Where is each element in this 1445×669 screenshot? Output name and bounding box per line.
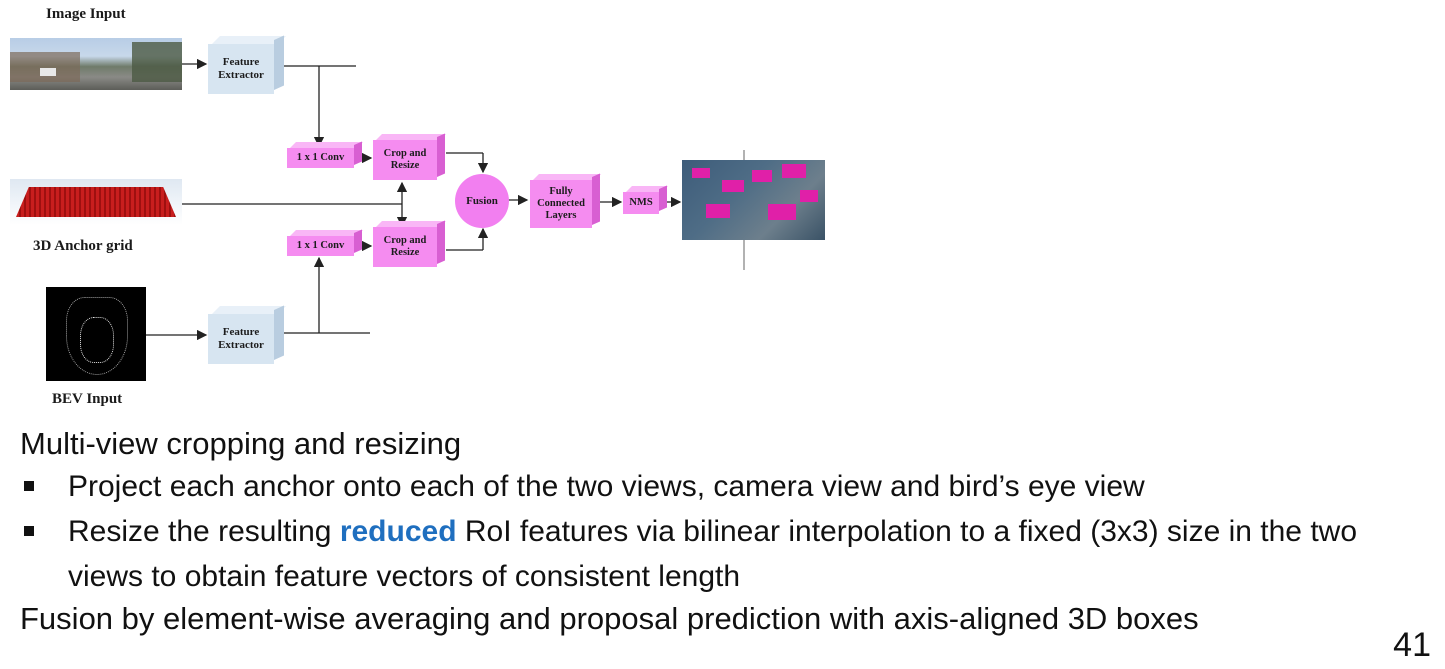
bullet-item: Project each anchor onto each of the two… <box>20 464 1420 509</box>
slide-footer-text: Fusion by element-wise averaging and pro… <box>20 601 1199 636</box>
slide-number: 41 <box>1393 626 1431 664</box>
fusion-node: Fusion <box>455 174 509 228</box>
bev-input-label: BEV Input <box>52 391 123 407</box>
conv-bottom: 1 x 1 Conv <box>287 236 354 256</box>
bullet-marker <box>24 481 34 491</box>
nms-box: NMS <box>623 192 659 214</box>
bullet-text: Project each anchor onto each of the two… <box>68 470 1145 503</box>
bullet-item: Resize the resulting reduced RoI feature… <box>20 509 1420 599</box>
anchor-grid-label: 3D Anchor grid <box>33 238 133 254</box>
image-input-label: Image Input <box>46 6 126 22</box>
slide-text: Multi-view cropping and resizing Project… <box>20 424 1420 639</box>
emphasis-text: reduced <box>339 515 457 548</box>
camera-image <box>10 38 182 90</box>
connector-lines <box>146 58 745 341</box>
slide-heading: Multi-view cropping and resizing <box>20 426 462 461</box>
conv-top: 1 x 1 Conv <box>287 148 354 168</box>
bev-image <box>46 287 146 381</box>
anchor-grid-image <box>10 179 182 225</box>
detection-output-image <box>682 160 825 240</box>
bullet-marker <box>24 526 34 536</box>
bullet-text: Resize the resulting reduced RoI feature… <box>68 515 1357 593</box>
